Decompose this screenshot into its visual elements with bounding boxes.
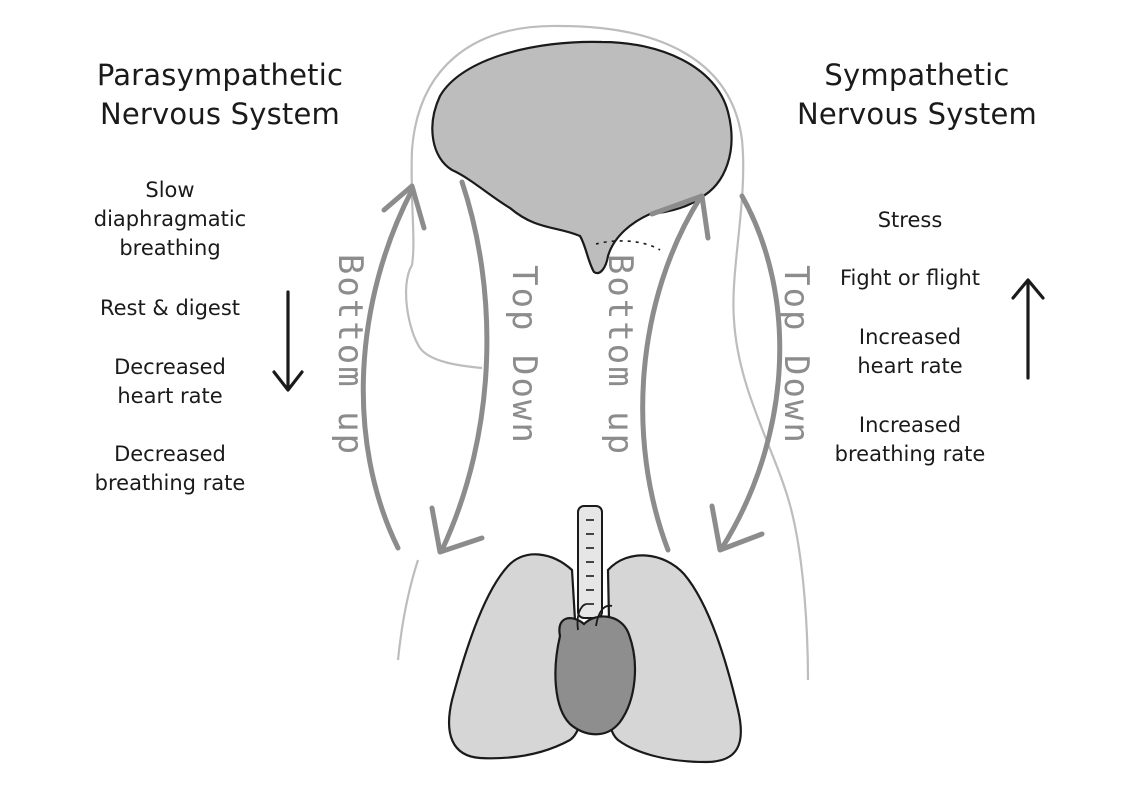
parasympathetic-title-line-2: Nervous System	[99, 97, 340, 131]
arrow-up-icon	[1011, 278, 1045, 380]
item-line: heart rate	[857, 354, 963, 378]
sympathetic-title-line-2: Nervous System	[796, 97, 1037, 131]
trachea-icon	[577, 505, 603, 619]
parasympathetic-item-rest: Rest & digest	[60, 294, 280, 323]
lungs-icon	[448, 553, 742, 764]
left-bottom-up-arrowhead	[381, 183, 427, 231]
item-line: Decreased	[114, 442, 226, 466]
right-top-down-label: Top Down	[776, 265, 816, 445]
right-bottom-up-arrow	[640, 195, 703, 553]
item-line: Increased	[858, 413, 962, 437]
right-top-down-arrow	[719, 193, 783, 551]
parasympathetic-title-line-1: Parasympathetic	[96, 58, 344, 92]
parasympathetic-title: Parasympathetic Nervous System	[60, 56, 380, 134]
item-line: breathing	[119, 236, 221, 260]
item-line: Stress	[877, 208, 943, 232]
parasympathetic-item-breathing-rate: Decreased breathing rate	[60, 440, 280, 498]
heart-icon	[554, 603, 637, 736]
sympathetic-item-stress: Stress	[800, 206, 1020, 235]
item-line: heart rate	[117, 384, 223, 408]
right-bottom-up-label: Bottom up	[600, 253, 640, 457]
item-line: Fight or flight	[839, 266, 981, 290]
left-bottom-up-label: Bottom up	[330, 253, 370, 457]
left-top-down-arrow	[439, 179, 490, 553]
sympathetic-title-line-1: Sympathetic	[824, 58, 1010, 92]
sympathetic-item-heart-rate: Increased heart rate	[800, 323, 1020, 381]
sympathetic-item-breathing-rate: Increased breathing rate	[800, 411, 1020, 469]
body-silhouette-icon	[396, 24, 810, 681]
left-bottom-up-arrow	[360, 187, 415, 551]
sympathetic-item-fight-flight: Fight or flight	[800, 264, 1020, 293]
left-top-down-label: Top Down	[504, 265, 544, 445]
item-line: breathing rate	[94, 471, 246, 495]
arrow-down-icon	[272, 290, 304, 392]
brain-icon	[431, 40, 733, 275]
item-line: Decreased	[114, 355, 226, 379]
sympathetic-title: Sympathetic Nervous System	[757, 56, 1077, 134]
left-top-down-arrowhead	[429, 505, 485, 555]
item-line: Slow	[145, 178, 195, 202]
parasympathetic-item-breathing: Slow diaphragmatic breathing	[60, 176, 280, 263]
item-line: breathing rate	[834, 442, 986, 466]
right-top-down-arrowhead	[709, 503, 765, 553]
item-line: Rest & digest	[99, 296, 241, 320]
right-bottom-up-arrowhead	[649, 193, 711, 241]
item-line: Increased	[858, 325, 962, 349]
parasympathetic-item-heart-rate: Decreased heart rate	[60, 353, 280, 411]
item-line: diaphragmatic	[93, 207, 247, 231]
